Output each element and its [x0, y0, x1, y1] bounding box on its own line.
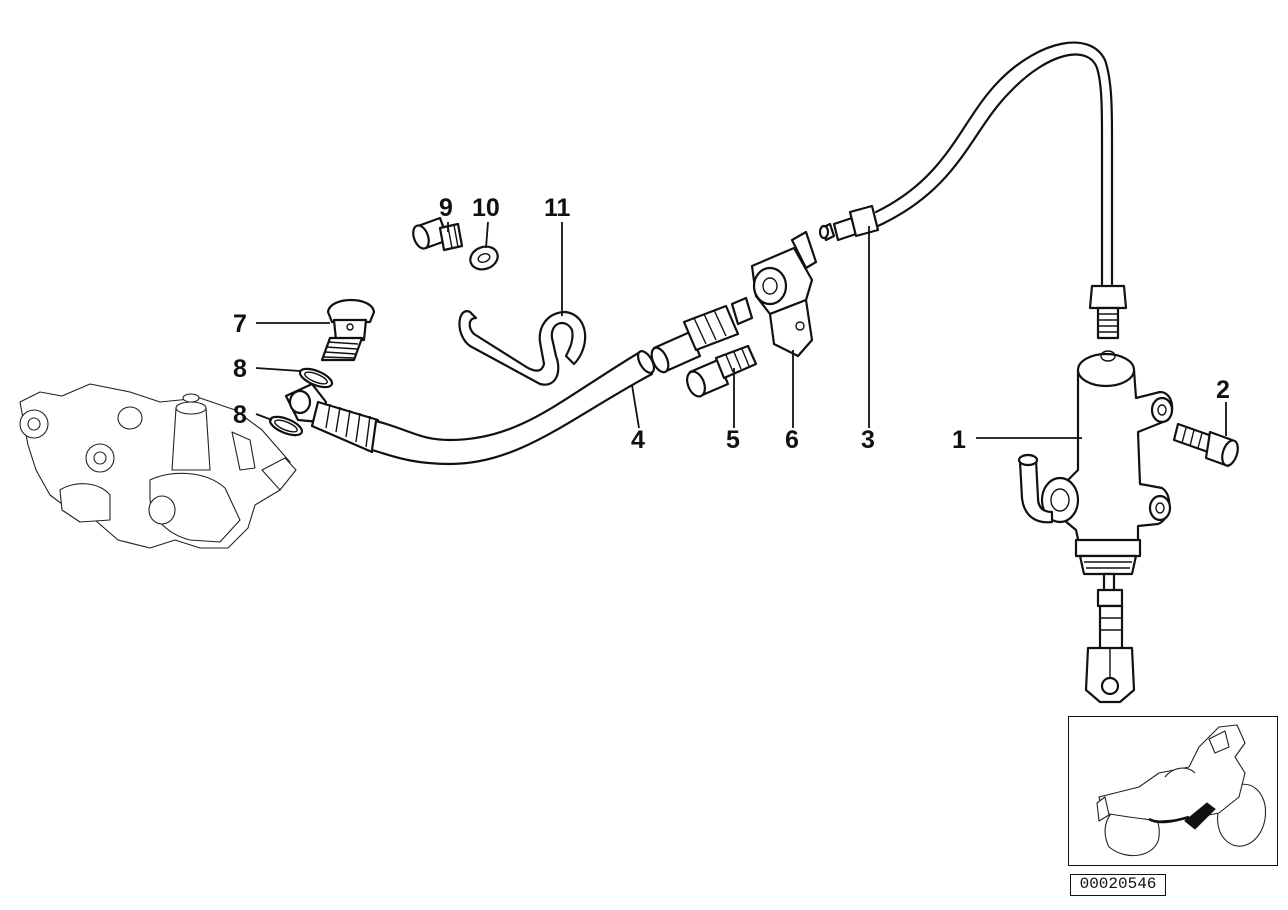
brake-line-part-3	[818, 41, 1128, 340]
callout-3: 3	[861, 426, 875, 454]
hose-clip-part-11	[458, 310, 587, 386]
callout-6: 6	[785, 426, 799, 454]
callout-labels: 1 2 3 4 5 6 7 8 8 9 10 11	[233, 194, 1230, 454]
washer-part-10	[469, 245, 499, 271]
callout-10: 10	[472, 194, 500, 222]
callout-4: 4	[631, 426, 645, 454]
banjo-bolt-part-7	[320, 299, 376, 362]
bracket-part-6	[750, 230, 818, 358]
callout-11: 11	[544, 194, 571, 222]
screw-part-5	[686, 344, 758, 398]
callout-1: 1	[952, 426, 966, 454]
callout-9: 9	[439, 194, 453, 222]
callout-2: 2	[1216, 376, 1230, 404]
callout-5: 5	[726, 426, 740, 454]
leader-4	[631, 384, 640, 429]
callout-8-upper: 8	[233, 355, 247, 383]
motorcycle-thumbnail	[1096, 724, 1267, 857]
brake-hose-part-4	[284, 350, 656, 466]
hose-fitting	[650, 296, 754, 374]
screw-part-9	[412, 216, 464, 252]
screw-part-2	[1172, 422, 1239, 468]
leader-lines	[255, 221, 1227, 439]
leader-8b	[255, 413, 273, 421]
reference-code: 00020546	[1070, 874, 1166, 896]
brake-caliper	[19, 383, 297, 549]
callout-7: 7	[233, 310, 247, 338]
leader-8a	[255, 367, 301, 372]
master-cylinder-part-1	[1017, 350, 1174, 704]
location-inset	[1068, 716, 1278, 866]
leader-10	[485, 221, 489, 249]
callout-8-lower: 8	[233, 401, 247, 429]
